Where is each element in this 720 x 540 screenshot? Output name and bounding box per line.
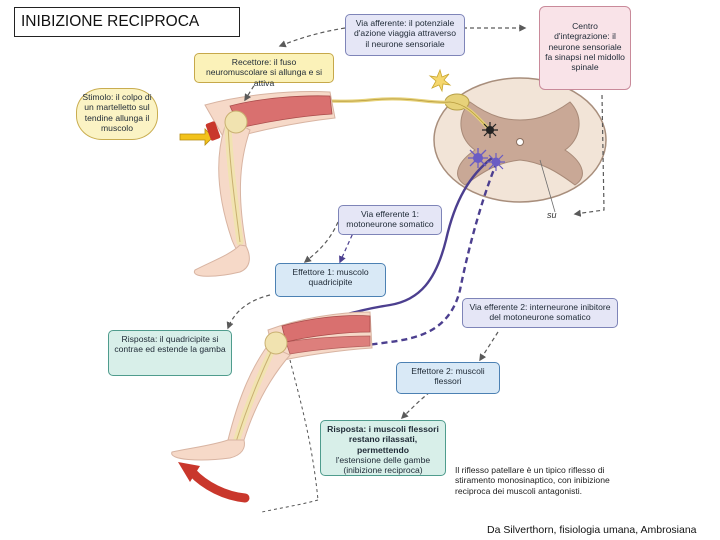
neuron-icon [468, 122, 505, 171]
label-risposta-2-bold: Risposta: i muscoli flessori restano ril… [327, 424, 439, 455]
leg-lower-illustration [171, 311, 373, 513]
label-risposta-2: Risposta: i muscoli flessori restano ril… [320, 420, 446, 476]
label-recettore: Recettore: il fuso neuromuscolare si all… [194, 53, 334, 88]
label-effettore-1: Effettore 1: muscolo quadricipite [275, 263, 386, 297]
label-stimolo: Stimolo: il colpo di un martelletto sul … [76, 88, 158, 140]
curved-arrow-icon [178, 462, 250, 503]
label-via-efferente-2: Via efferente 2: interneurone inibitore … [462, 298, 618, 328]
spark-icon [428, 68, 452, 93]
efferent-nerve-1 [339, 157, 493, 318]
label-su: su [547, 210, 557, 220]
label-centro-integrazione: Centro d'integrazione: il neurone sensor… [539, 6, 631, 90]
label-via-afferente: Via afferente: il potenziale d'azione vi… [345, 14, 465, 56]
hammer-icon [179, 121, 221, 146]
label-effettore-2: Effettore 2: muscoli flessori [396, 362, 500, 394]
caption-note: Il riflesso patellare è un tipico rifles… [455, 465, 610, 496]
source-credit: Da Silverthorn, fisiologia umana, Ambros… [487, 524, 697, 536]
page-title: INIBIZIONE RECIPROCA [14, 7, 240, 37]
leg-upper-illustration [193, 91, 336, 277]
efferent-nerve-2 [347, 161, 499, 349]
label-risposta-1: Risposta: il quadricipite si contrae ed … [108, 330, 232, 376]
connector-arrows [226, 24, 605, 420]
label-via-efferente-1: Via efferente 1: motoneurone somatico [338, 205, 442, 235]
spinal-cord [433, 77, 607, 203]
label-risposta-2-rest: l'estensione delle gambe (inibizione rec… [335, 454, 431, 476]
